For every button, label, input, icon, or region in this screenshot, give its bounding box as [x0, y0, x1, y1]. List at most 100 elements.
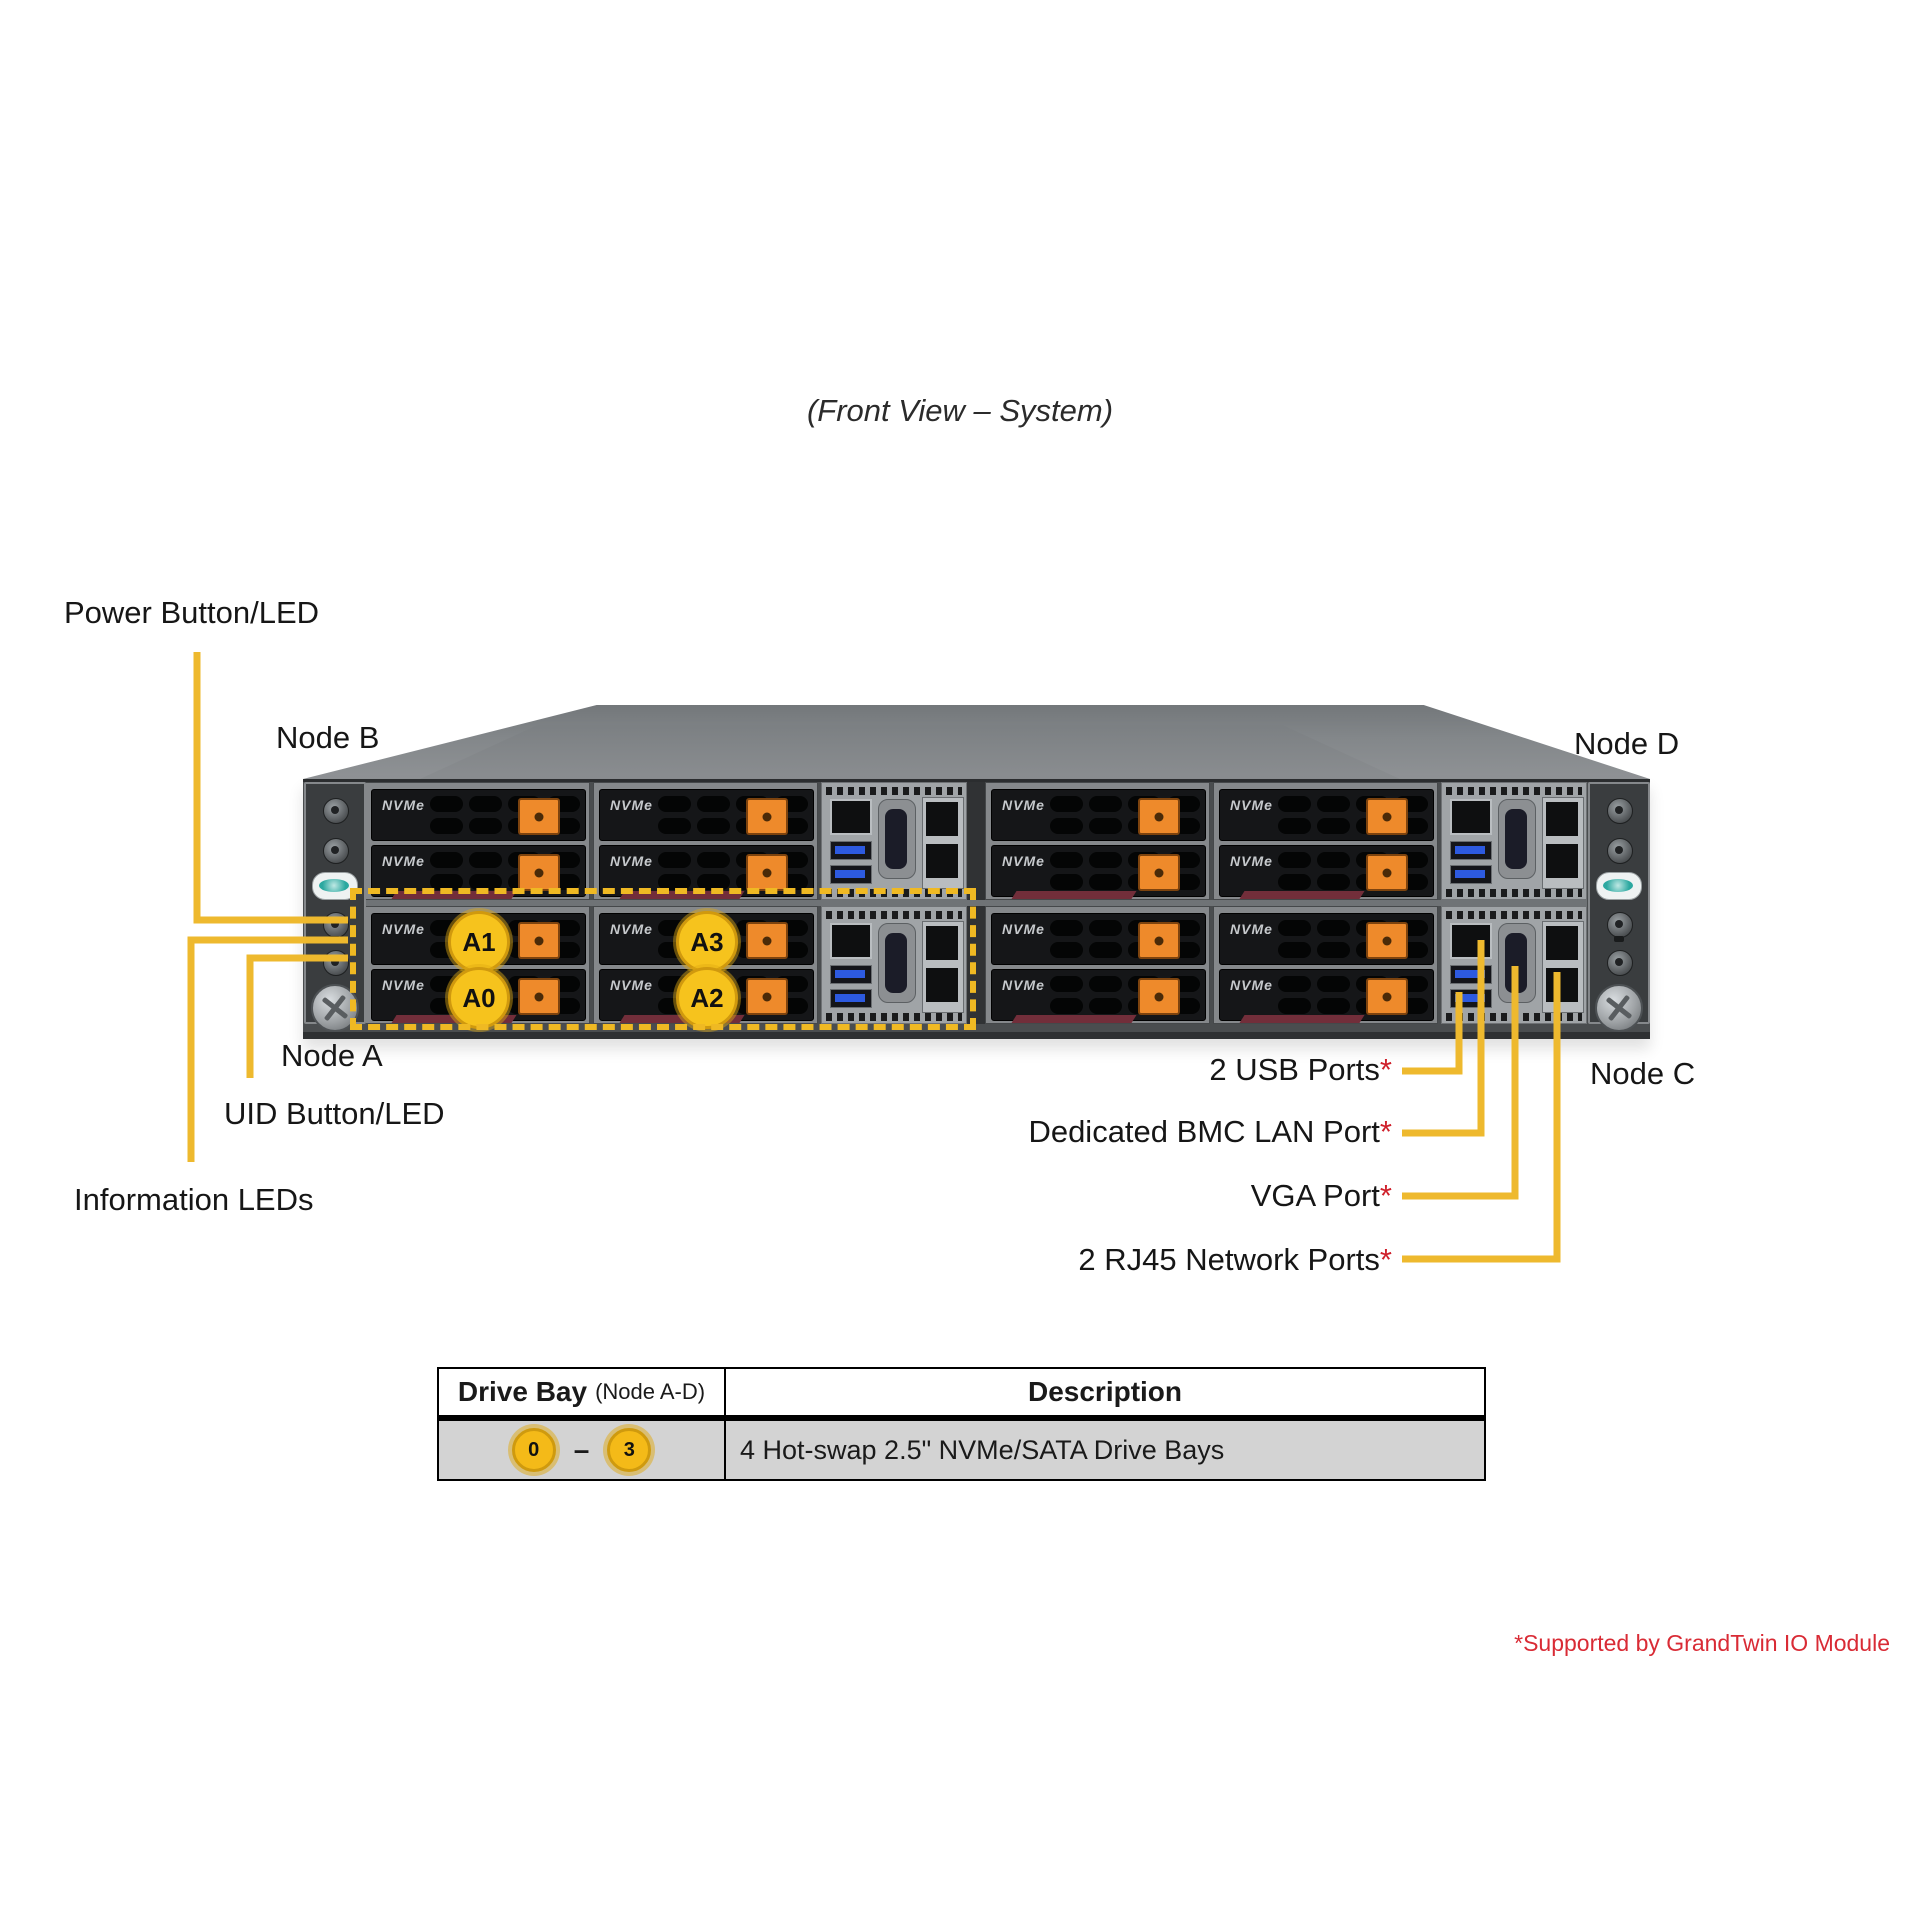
- io-panel-node-b: [821, 782, 967, 900]
- emi-gasket: [826, 1013, 962, 1021]
- drive-latch-icon: [1366, 854, 1408, 891]
- drive-latch-icon: [1138, 854, 1180, 891]
- drive-latch-icon: [1366, 978, 1408, 1015]
- node-b-label: Node B: [276, 720, 380, 755]
- description-cell: 4 Hot-swap 2.5" NVMe/SATA Drive Bays: [740, 1434, 1225, 1465]
- rj45-asterisk: *: [1379, 1242, 1392, 1277]
- power-button-label: Power Button/LED: [64, 595, 320, 630]
- usb-port: [830, 841, 872, 860]
- drive-node-c: NVMe: [991, 969, 1206, 1021]
- uid-button: [323, 950, 349, 976]
- mounting-ear-right: [1588, 782, 1650, 1024]
- drive-bay-number-badge: A2: [676, 967, 738, 1029]
- sled-release-handle: [1011, 1015, 1137, 1023]
- emi-gasket: [1446, 1013, 1582, 1021]
- nvme-badge: NVMe: [1002, 853, 1045, 869]
- nvme-badge: NVMe: [382, 921, 425, 937]
- io-panel-node-a: [821, 906, 967, 1024]
- usb-port: [830, 965, 872, 984]
- drive-latch-icon: [1366, 922, 1408, 959]
- io-panel-node-d: [1441, 782, 1587, 900]
- drive-latch-icon: [518, 854, 560, 891]
- drive-node-d: NVMe: [991, 789, 1206, 841]
- bmc-lan-port-label: Dedicated BMC LAN Port*: [1028, 1114, 1392, 1149]
- table-header-row: Drive Bay (Node A-D) Description: [439, 1369, 1484, 1421]
- drive-latch-icon: [1138, 798, 1180, 835]
- nvme-badge: NVMe: [1230, 853, 1273, 869]
- nvme-badge: NVMe: [382, 797, 425, 813]
- drive-latch-icon: [746, 922, 788, 959]
- drive-latch-icon: [1366, 798, 1408, 835]
- io-panel-node-c: [1441, 906, 1587, 1024]
- usb-port: [830, 989, 872, 1008]
- bay-number-0-badge: 0: [511, 1428, 556, 1472]
- rj45-network-ports: [922, 797, 964, 889]
- drive-latch-icon: [518, 978, 560, 1015]
- drive-latch-icon: [746, 854, 788, 891]
- drive-latch-icon: [1138, 978, 1180, 1015]
- node-a-highlight: [350, 888, 976, 1030]
- drive-node-a: NVMe A0: [371, 967, 586, 1029]
- drive-bay-number-badge: A0: [448, 967, 510, 1029]
- rj45-network-ports: [922, 921, 964, 1013]
- bmc-lan-port: [830, 799, 872, 835]
- nvme-badge: NVMe: [610, 797, 653, 813]
- vga-port: [1498, 799, 1536, 879]
- footnote: *Supported by GrandTwin IO Module: [1514, 1630, 1890, 1656]
- bmc-lan-port: [830, 923, 872, 959]
- drive-latch-icon: [1138, 922, 1180, 959]
- emi-gasket: [1446, 889, 1582, 897]
- power-button: [323, 798, 349, 824]
- thumbscrew: [1595, 984, 1643, 1032]
- drive-latch-icon: [746, 978, 788, 1015]
- drive-node-c: NVMe: [991, 913, 1206, 965]
- node-d-label: Node D: [1574, 726, 1680, 761]
- row-divider: [365, 900, 1587, 906]
- usb-port: [1450, 841, 1492, 860]
- drive-node-b: NVMe: [599, 789, 814, 841]
- nvme-badge: NVMe: [1002, 921, 1045, 937]
- bmc-lan-port: [1450, 799, 1492, 835]
- table-header-description: Description: [1027, 1376, 1183, 1407]
- uid-button-label: UID Button/LED: [224, 1096, 445, 1131]
- power-button: [323, 912, 349, 938]
- vga-port: [878, 923, 916, 1003]
- emi-gasket: [826, 787, 962, 795]
- drive-latch-icon: [746, 798, 788, 835]
- drive-bay-table: Drive Bay (Node A-D) Description 0 – 3 4…: [437, 1367, 1486, 1481]
- node-c-label: Node C: [1590, 1056, 1696, 1091]
- information-leds: [330, 936, 340, 942]
- table-header-drive-bay: Drive Bay (Node A-D): [439, 1369, 726, 1415]
- emi-gasket: [1446, 787, 1582, 795]
- emi-gasket: [1446, 911, 1582, 919]
- sled-release-handle: [1239, 1015, 1365, 1023]
- drive-latch-icon: [518, 922, 560, 959]
- bay-number-3-badge: 3: [607, 1428, 652, 1472]
- table-data-row: 0 – 3 4 Hot-swap 2.5" NVMe/SATA Drive Ba…: [439, 1421, 1484, 1479]
- nvme-badge: NVMe: [382, 853, 425, 869]
- sled-release-handle: [1011, 891, 1137, 899]
- drive-node-c: NVMe: [1219, 913, 1434, 965]
- usb-port: [1450, 865, 1492, 884]
- nvme-badge: NVMe: [1002, 977, 1045, 993]
- usb-port: [830, 865, 872, 884]
- drive-latch-icon: [518, 798, 560, 835]
- uid-button: [1607, 950, 1633, 976]
- information-leds: [1614, 936, 1624, 942]
- uid-button: [323, 838, 349, 864]
- drive-node-d: NVMe: [1219, 789, 1434, 841]
- nvme-badge: NVMe: [382, 977, 425, 993]
- power-button: [1607, 912, 1633, 938]
- drive-bay-number-badge: A3: [676, 911, 738, 973]
- drive-node-d: NVMe: [1219, 845, 1434, 897]
